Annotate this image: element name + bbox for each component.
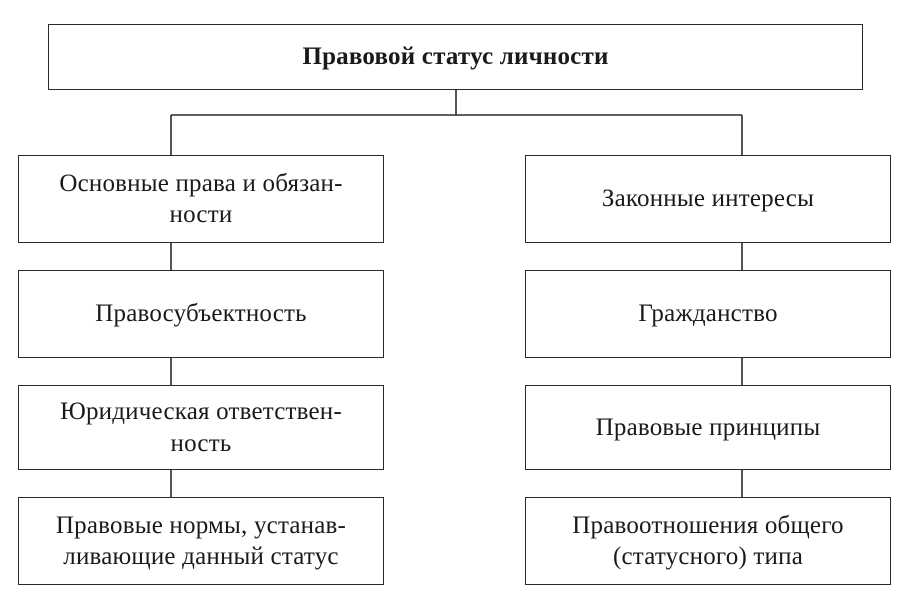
right-box-legal-relations: Правоотношения общего (статусного) типа [525,497,891,585]
right-box-label: Правоотношения общего (статусного) типа [572,511,844,570]
right-box-label: Гражданство [638,300,778,328]
left-box-legal-capacity: Правосубъектность [18,270,384,358]
left-box-legal-norms: Правовые нормы, устанав- ливающие данный… [18,497,384,585]
right-box-citizenship: Гражданство [525,270,891,358]
right-box-label: Законные интересы [601,185,815,213]
left-box-label: Юридическая ответствен- ность [60,398,342,457]
left-box-rights-duties: Основные права и обязан- ности [18,155,384,243]
root-box: Правовой статус личности [48,24,863,90]
left-box-label: Правовые нормы, устанав- ливающие данный… [55,511,347,570]
left-box-legal-responsibility: Юридическая ответствен- ность [18,385,384,470]
left-box-label: Основные права и обязан- ности [59,169,343,228]
right-box-legal-principles: Правовые принципы [525,385,891,470]
root-label: Правовой статус личности [302,43,609,71]
right-box-label: Правовые принципы [595,413,821,441]
left-box-label: Правосубъектность [95,300,307,328]
right-box-legitimate-interests: Законные интересы [525,155,891,243]
